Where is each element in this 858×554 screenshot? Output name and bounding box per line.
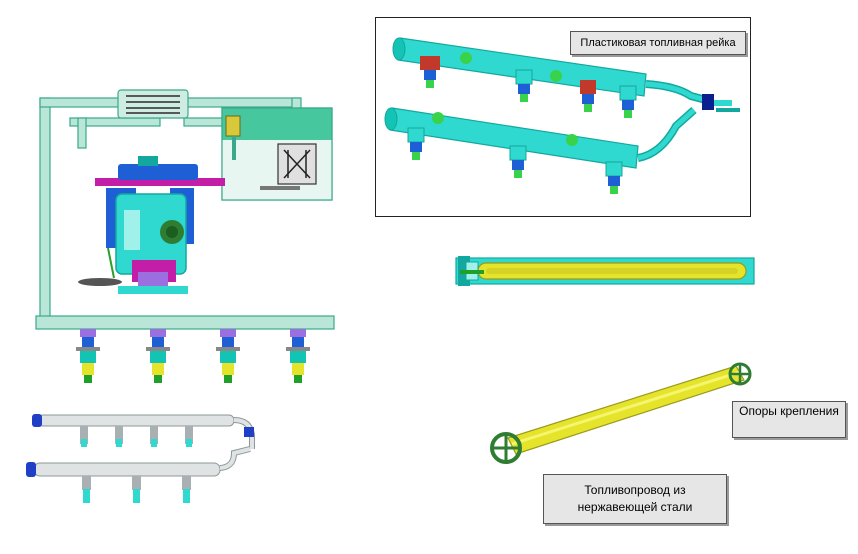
plastic-rail-panel: Пластиковая топливная рейка: [375, 17, 751, 217]
metal-fuel-rails-illustration: [26, 414, 255, 503]
injector-row: [76, 329, 310, 383]
fuel-rail-schematic: [35, 315, 335, 330]
rail-connector: [702, 94, 740, 112]
fuel-tank: [221, 107, 333, 201]
fuel-injector-icon: [146, 329, 170, 383]
fuel-injector-icon: [286, 329, 310, 383]
fuel-system-schematic: [35, 89, 335, 383]
steel-tube: [507, 365, 745, 455]
mounts-label: Опоры крепления: [732, 401, 846, 438]
fuel-injector-icon: [515, 69, 533, 102]
steel-line-section-illustration: [455, 256, 755, 286]
fuel-filter-icon: [117, 89, 189, 119]
fuel-pump-module-icon: [78, 156, 225, 294]
fuel-injector-icon: [420, 56, 440, 88]
fuel-injector-icon: [216, 329, 240, 383]
fuel-injector-icon: [407, 127, 425, 160]
steel-fuel-line-illustration: [490, 362, 752, 464]
mounting-bracket-icon: [728, 362, 752, 386]
fuel-injector-icon: [605, 161, 623, 194]
plastic-rail-label: Пластиковая топливная рейка: [570, 31, 746, 55]
mounting-bracket-icon: [490, 432, 522, 464]
upper-plastic-rail: [392, 37, 708, 118]
fuel-injector-icon: [619, 85, 637, 118]
fuel-injector-icon: [76, 329, 100, 383]
lower-plastic-rail: [384, 107, 697, 194]
upper-grey-rail: [32, 414, 255, 449]
fuel-injector-icon: [580, 80, 596, 112]
plastic-fuel-rail-illustration: [384, 37, 740, 194]
lower-grey-rail: [26, 446, 251, 503]
steel-line-label: Топливопровод из нержавеющей стали: [543, 474, 727, 524]
fuel-injector-icon: [509, 145, 527, 178]
